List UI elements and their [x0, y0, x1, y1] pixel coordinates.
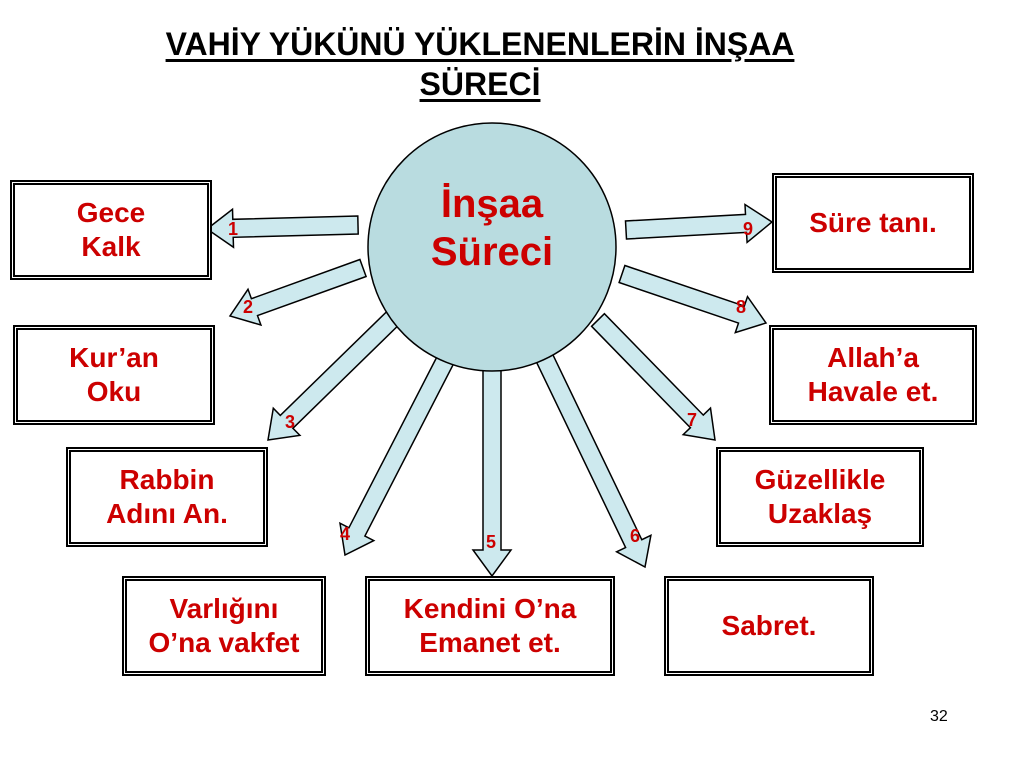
arrow-group: [205, 203, 774, 578]
arrow-1: [205, 207, 359, 249]
step-number-7: 7: [686, 410, 697, 430]
arrow-8: [618, 264, 768, 334]
step-number-2: 2: [242, 297, 253, 317]
arrow-9: [624, 203, 774, 244]
page-title: VAHİY YÜKÜNÜ YÜKLENENLERİN İNŞAA SÜRECİ: [60, 24, 900, 104]
step-box-9: Süre tanı.: [772, 173, 974, 273]
arrow-3: [267, 310, 401, 441]
page-number: 32: [930, 708, 948, 725]
step-box-4: Varlığını O’na vakfet: [122, 576, 326, 676]
step-box-1: Gece Kalk: [10, 180, 212, 280]
step-number-1: 1: [227, 219, 238, 239]
arrow-2: [228, 258, 368, 327]
hub-circle: [367, 122, 617, 372]
step-number-8: 8: [735, 297, 746, 317]
title-line-1: VAHİY YÜKÜNÜ YÜKLENENLERİN İNŞAA: [165, 26, 795, 62]
step-number-6: 6: [629, 526, 640, 546]
step-label-1: Gece Kalk: [76, 197, 146, 262]
step-label-7: Güzellikle Uzaklaş: [754, 464, 886, 529]
step-label-8: Allah’a Havale et.: [807, 342, 939, 407]
title-line-2: SÜRECİ: [419, 66, 541, 102]
step-label-4: Varlığını O’na vakfet: [148, 593, 300, 658]
arrow-7: [590, 312, 716, 441]
step-box-6: Sabret.: [664, 576, 874, 676]
hub-label: İnşaa Süreci: [430, 182, 554, 274]
step-label-5: Kendini O’na Emanet et.: [403, 593, 577, 658]
step-label-6: Sabret.: [721, 610, 817, 641]
arrow-6: [534, 352, 652, 569]
step-box-3: Rabbin Adını An.: [66, 447, 268, 547]
step-label-3: Rabbin Adını An.: [106, 464, 228, 529]
step-box-5: Kendini O’na Emanet et.: [365, 576, 615, 676]
arrow-4: [339, 349, 458, 557]
step-box-2: Kur’an Oku: [13, 325, 215, 425]
step-number-9: 9: [742, 219, 753, 239]
step-label-2: Kur’an Oku: [69, 342, 159, 407]
step-number-4: 4: [339, 524, 350, 544]
step-number-3: 3: [284, 412, 295, 432]
step-label-9: Süre tanı.: [809, 207, 937, 238]
arrow-5: [471, 367, 513, 578]
step-box-7: Güzellikle Uzaklaş: [716, 447, 924, 547]
step-box-8: Allah’a Havale et.: [769, 325, 977, 425]
step-number-5: 5: [485, 532, 496, 552]
